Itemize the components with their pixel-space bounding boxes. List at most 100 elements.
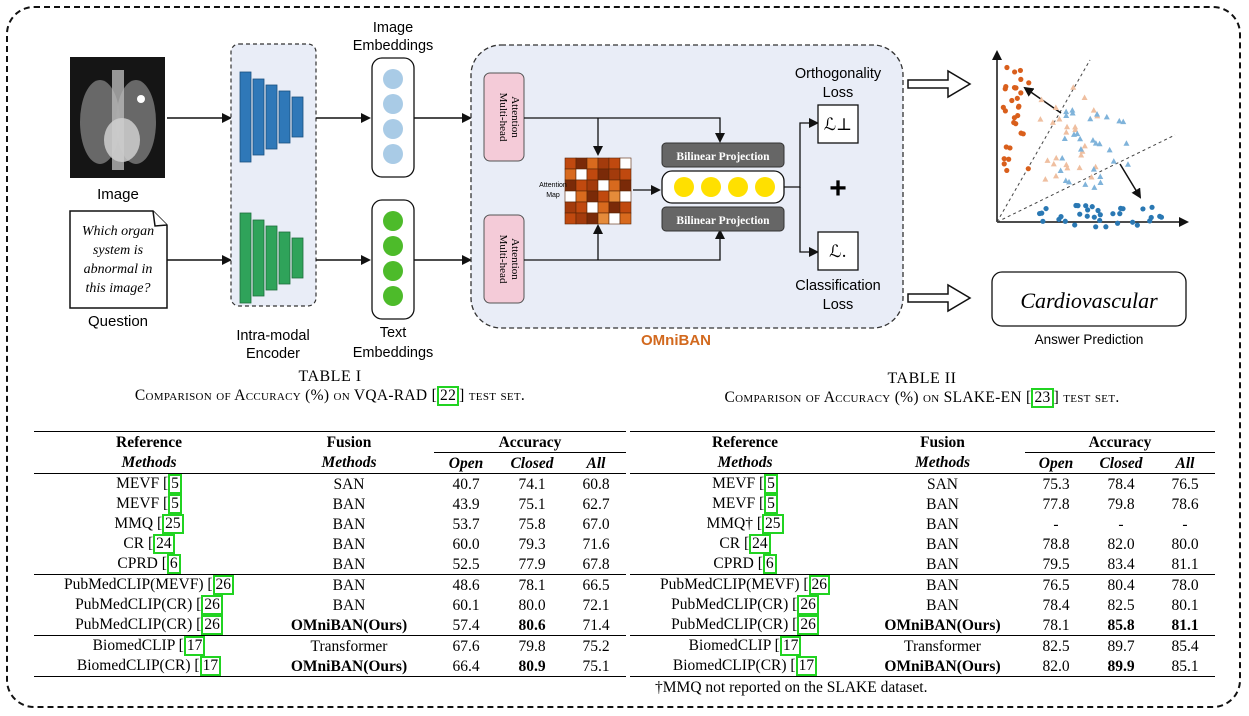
all-cell: 76.5 <box>1155 473 1215 494</box>
attention-cell <box>619 168 632 181</box>
scatter-point <box>1077 135 1084 142</box>
citation-link[interactable]: 5 <box>764 474 778 494</box>
citation-link[interactable]: 17 <box>199 656 222 676</box>
open-cell: 76.5 <box>1025 574 1087 595</box>
citation-link[interactable]: 17 <box>779 636 802 656</box>
citation-link[interactable]: 17 <box>795 656 818 676</box>
citation-link[interactable]: 26 <box>797 595 819 615</box>
citation-link[interactable]: 5 <box>764 494 778 514</box>
bilinear-projection-bottom: Bilinear Projection <box>661 206 785 232</box>
fusion-cell: BAN <box>926 555 959 573</box>
closed-cell: - <box>1118 515 1124 533</box>
fusion-cell: SAN <box>860 473 1025 494</box>
svg-text:Attention: Attention <box>509 238 521 280</box>
attention-map <box>564 157 632 225</box>
scatter-point <box>1077 211 1083 217</box>
method-cell: PubMedCLIP(CR) [26 <box>630 595 860 615</box>
scatter-point <box>1026 80 1032 86</box>
citation-link[interactable]: 25 <box>162 514 184 534</box>
svg-text:Bilinear Projection: Bilinear Projection <box>676 151 770 163</box>
scatter-point <box>1011 119 1017 126</box>
citation-link[interactable]: 26 <box>212 575 235 595</box>
citation-link[interactable]: 24 <box>153 534 175 554</box>
attention-cell <box>575 179 588 192</box>
attention-box-bottom: Multi-head Attention <box>483 214 525 304</box>
scatter-point <box>1114 220 1121 226</box>
closed-cell: 89.9 <box>1087 656 1155 677</box>
citation-link[interactable]: 5 <box>168 474 182 494</box>
scatter-point <box>1017 67 1024 74</box>
class-loss-box <box>817 231 859 271</box>
citation-link[interactable]: 6 <box>166 554 181 574</box>
all-cell: 78.6 <box>1171 495 1199 513</box>
fusion-cell: BAN <box>332 596 366 614</box>
citation-link[interactable]: 26 <box>808 575 831 595</box>
scatter-point <box>1097 179 1104 185</box>
table1-caption: TABLE I Comparison of Accuracy (%) on VQ… <box>40 368 620 406</box>
scatter-point <box>1066 178 1073 185</box>
citation-link[interactable]: 26 <box>797 615 819 635</box>
answer-label: Answer Prediction <box>1035 332 1144 347</box>
svg-text:this image?: this image? <box>86 281 151 296</box>
scatter-point <box>1148 214 1154 221</box>
scatter-point <box>1097 217 1103 224</box>
svg-text:Bilinear Projection: Bilinear Projection <box>676 215 770 227</box>
fusion-cell: Transformer <box>860 635 1025 656</box>
all-cell: 75.1 <box>566 656 626 677</box>
attention-cell <box>575 212 588 225</box>
scatter-point <box>1134 222 1140 228</box>
svg-text:Which organ: Which organ <box>82 224 154 239</box>
scatter-point <box>1089 204 1095 210</box>
scatter-point <box>1063 112 1070 118</box>
citation-link[interactable]: 24 <box>749 534 771 554</box>
attention-cell <box>564 157 577 170</box>
plus-sign: + <box>829 172 847 205</box>
citation-link[interactable]: 6 <box>762 554 777 574</box>
closed-cell: 89.7 <box>1087 635 1155 656</box>
method-cell: MEVF [5 <box>34 494 264 514</box>
attention-cell <box>586 201 599 214</box>
fusion-cell: OMniBAN(Ours) <box>884 616 1001 634</box>
scatter-point <box>1097 212 1103 218</box>
open-cell: 66.4 <box>434 656 498 677</box>
citation-link[interactable]: 26 <box>201 615 223 635</box>
scatter-point <box>1157 213 1163 219</box>
open-cell: 67.6 <box>434 635 498 656</box>
svg-text:ℒ⊥: ℒ⊥ <box>824 115 852 135</box>
citation-link[interactable]: 26 <box>201 595 223 615</box>
attention-cell <box>564 212 577 225</box>
answer-text: Cardiovascular <box>1020 288 1158 313</box>
citation-link[interactable]: 25 <box>762 514 784 534</box>
scatter-point <box>1090 166 1097 172</box>
open-cell: 75.3 <box>1025 473 1087 494</box>
closed-cell: 79.8 <box>1107 495 1135 513</box>
attention-cell <box>619 212 632 225</box>
open-cell: 60.0 <box>452 535 480 553</box>
citation-link[interactable]: 17 <box>183 636 206 656</box>
scatter-point <box>1049 119 1056 125</box>
citation-link[interactable]: 23 <box>1031 388 1054 408</box>
citation-link[interactable]: 22 <box>437 386 460 406</box>
scatter-point <box>1001 161 1007 167</box>
scatter-point <box>1088 173 1095 180</box>
scatter-point <box>1087 115 1094 122</box>
fusion-cell: BAN <box>926 596 959 614</box>
attention-cell <box>586 190 599 203</box>
svg-text:Attention: Attention <box>509 96 521 138</box>
attention-cell <box>564 168 577 181</box>
scatter-point <box>1003 84 1009 90</box>
method-cell: MEVF [5 <box>630 473 860 494</box>
svg-text:Multi-head: Multi-head <box>497 93 509 142</box>
scatter-point <box>1120 206 1126 212</box>
all-cell: - <box>1182 515 1188 533</box>
citation-link[interactable]: 5 <box>168 494 182 514</box>
attention-cell <box>575 157 588 170</box>
